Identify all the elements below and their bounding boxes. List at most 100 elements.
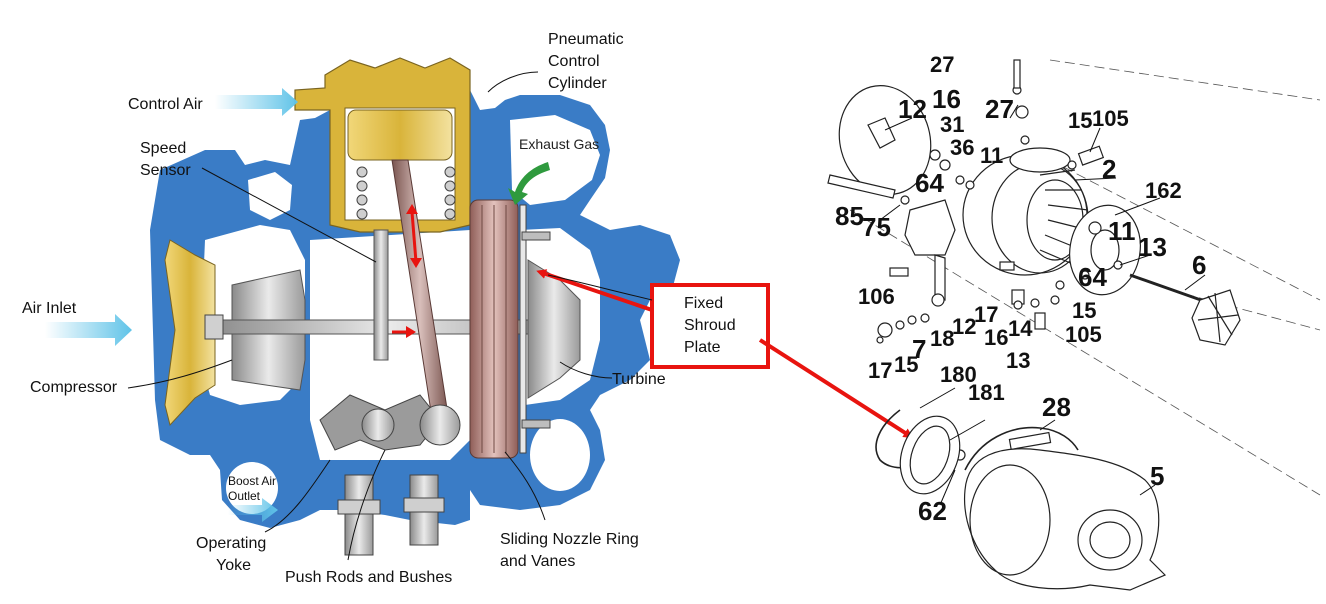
exploded-view: 27 12 16 31 27 15 105 36 11 64 2 162 85 … bbox=[827, 52, 1321, 591]
fixed-shroud-plate bbox=[519, 204, 527, 454]
label-push-rods-and-bushes: Push Rods and Bushes bbox=[285, 569, 452, 586]
shroud-disc-hole bbox=[1090, 229, 1120, 271]
part-number: 36 bbox=[950, 135, 974, 160]
label-air-inlet: Air Inlet bbox=[22, 300, 77, 317]
label-boost-air-outlet-1: Boost Air bbox=[228, 474, 276, 488]
label-sliding-nozzle-ring-2: and Vanes bbox=[500, 553, 575, 570]
label-operating-yoke-2: Yoke bbox=[216, 557, 251, 574]
part-number: 7 bbox=[912, 334, 926, 364]
callout-line-3: Plate bbox=[684, 339, 721, 356]
centerlines bbox=[849, 59, 1321, 496]
part-number: 17 bbox=[974, 302, 998, 327]
label-pneumatic-control-cylinder-1: Pneumatic bbox=[548, 31, 624, 48]
air-inlet-arrow bbox=[45, 314, 132, 346]
clamp-bolt bbox=[1008, 431, 1052, 451]
label-sliding-nozzle-ring-1: Sliding Nozzle Ring bbox=[500, 531, 639, 548]
label-speed-sensor-2: Sensor bbox=[140, 162, 191, 179]
heat-shield-cutout bbox=[867, 117, 896, 149]
vane-2 bbox=[521, 419, 551, 429]
cutaway-drawing: Pneumatic Control Cylinder Control Air S… bbox=[22, 31, 680, 586]
yoke-pivot bbox=[361, 408, 395, 442]
part-number: 13 bbox=[1006, 348, 1030, 373]
shroud-plate-181-inner bbox=[909, 425, 951, 485]
part-number: 5 bbox=[1150, 461, 1164, 491]
label-pneumatic-control-cylinder-2: Control bbox=[548, 53, 600, 70]
turbine-housing-inlet bbox=[969, 464, 1051, 576]
cutaway-leader-lines bbox=[127, 71, 613, 561]
label-pneumatic-control-cylinder-3: Cylinder bbox=[548, 75, 607, 92]
part-number: 162 bbox=[1145, 178, 1182, 203]
part-number: 31 bbox=[940, 112, 964, 137]
part-number: 85 bbox=[835, 201, 864, 231]
v-band-clamp-28 bbox=[964, 426, 1079, 471]
part-number: 18 bbox=[930, 326, 954, 351]
part-number: 16 bbox=[984, 325, 1008, 350]
part-number: 62 bbox=[918, 496, 947, 526]
exhaust-gas-arrow bbox=[508, 162, 550, 205]
part-number: 180 bbox=[940, 362, 977, 387]
rod-85 bbox=[827, 174, 896, 199]
part-number: 27 bbox=[985, 94, 1014, 124]
part-number: 28 bbox=[1042, 392, 1071, 422]
label-boost-air-outlet-2: Outlet bbox=[228, 489, 261, 503]
turbine-housing-outlet-inner bbox=[1089, 521, 1131, 559]
part-number: 181 bbox=[968, 380, 1005, 405]
part-number: 6 bbox=[1192, 250, 1206, 280]
lower-scroll-cavity bbox=[530, 419, 590, 491]
callout-arrow-right bbox=[758, 338, 914, 439]
part-number: 14 bbox=[1008, 316, 1033, 341]
shaft-nut bbox=[204, 314, 224, 340]
part-number: 12 bbox=[952, 314, 976, 339]
part-number: 2 bbox=[1102, 154, 1116, 184]
part-number: 64 bbox=[1078, 262, 1107, 292]
return-springs bbox=[356, 166, 456, 220]
exhaust-inlet-cavity bbox=[510, 115, 600, 205]
callout-arrow-left bbox=[536, 269, 653, 312]
boost-outlet-arrow bbox=[228, 498, 278, 522]
nozzle-ring-grooves bbox=[481, 205, 507, 453]
bearing-housing-hub bbox=[1009, 147, 1071, 173]
label-operating-yoke-1: Operating bbox=[196, 535, 266, 552]
part-number: 64 bbox=[915, 168, 944, 198]
callout-leader-black bbox=[547, 274, 653, 301]
actuator-bracket bbox=[904, 199, 956, 256]
part-number: 16 bbox=[932, 84, 961, 114]
turbine-housing-5 bbox=[963, 448, 1167, 591]
callout-line-2: Shroud bbox=[684, 317, 736, 334]
callout-box bbox=[650, 283, 770, 369]
part-number: 11 bbox=[1108, 216, 1136, 246]
fixed-shroud-plate-callout: Fixed Shroud Plate bbox=[536, 269, 914, 439]
label-exhaust-gas: Exhaust Gas bbox=[519, 136, 599, 152]
label-control-air: Control Air bbox=[128, 96, 203, 113]
turbine-housing-outlet bbox=[1077, 509, 1143, 571]
part-number: 27 bbox=[930, 52, 954, 77]
piston bbox=[347, 109, 453, 161]
part-number: 15 bbox=[1072, 298, 1096, 323]
label-compressor: Compressor bbox=[30, 379, 118, 396]
part-number: 15 bbox=[1068, 108, 1092, 133]
shroud-plate-181 bbox=[899, 415, 961, 495]
left-scroll-cavity bbox=[248, 172, 292, 220]
rod-end bbox=[419, 404, 461, 446]
part-number: 13 bbox=[1138, 232, 1167, 262]
heat-shield-plate bbox=[838, 85, 932, 195]
part-number: 105 bbox=[1092, 106, 1129, 131]
compressor-inlet-bell bbox=[164, 239, 216, 427]
turbine-wheel-6 bbox=[1191, 289, 1241, 346]
part-leaders bbox=[879, 104, 1206, 506]
speed-sensor-body bbox=[373, 229, 389, 361]
part-number: 15 bbox=[894, 352, 918, 377]
vane-1 bbox=[521, 231, 551, 241]
control-air-arrow bbox=[215, 88, 298, 116]
part-number: 105 bbox=[1065, 322, 1102, 347]
nozzle-vanes bbox=[1039, 169, 1089, 266]
actuator-link bbox=[934, 254, 946, 301]
label-speed-sensor-1: Speed bbox=[140, 140, 186, 157]
part-number: 106 bbox=[858, 284, 895, 309]
callout-line-1: Fixed bbox=[684, 295, 723, 312]
label-turbine: Turbine bbox=[612, 371, 666, 388]
part-number: 17 bbox=[868, 358, 892, 383]
vertical-motion-arrow bbox=[410, 211, 418, 263]
part-number: 75 bbox=[862, 212, 891, 242]
